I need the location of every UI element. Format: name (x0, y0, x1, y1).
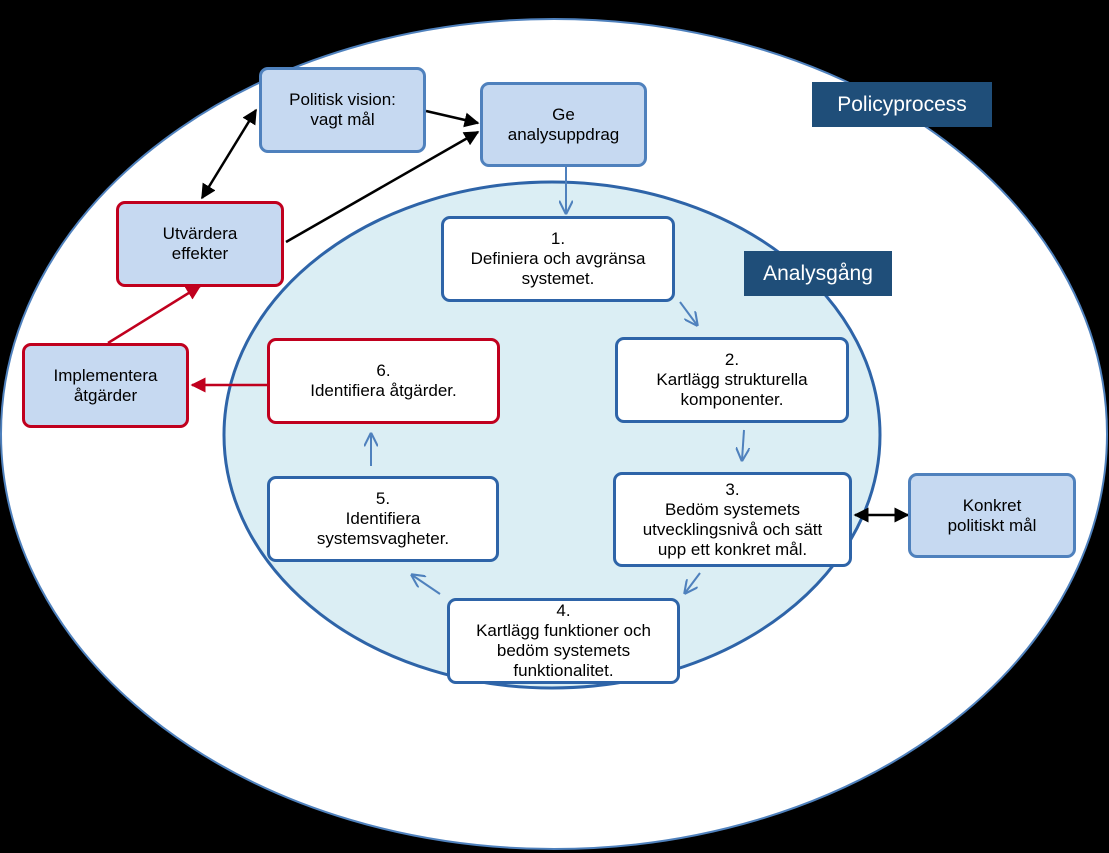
arrow-step2-step3 (742, 429, 744, 460)
arrow-utvardera-vision (200, 108, 258, 200)
arrow-step3-step4 (685, 572, 701, 593)
step-5-box[interactable]: 5. Identifiera systemsvagheter. (267, 476, 499, 562)
step-6-box[interactable]: 6. Identifiera åtgärder. (267, 338, 500, 424)
politisk-vision-box[interactable]: Politisk vision: vagt mål (259, 67, 426, 153)
arrow-utvardera-uppdrag (285, 130, 480, 244)
arrow-implementera-utvardera (107, 284, 202, 345)
arrow-step4-step5 (412, 575, 441, 595)
step-1-box[interactable]: 1. Definiera och avgränsa systemet. (441, 216, 675, 302)
konkret-politiskt-mal-box[interactable]: Konkret politiskt mål (908, 473, 1076, 558)
step-3-box[interactable]: 3. Bedöm systemets utvecklingsnivå och s… (613, 472, 852, 567)
arrow-vision-uppdrag (425, 109, 480, 128)
implementera-atgarder-box[interactable]: Implementera åtgärder (22, 343, 189, 428)
analysgang-label: Analysgång (744, 251, 892, 296)
step-2-box[interactable]: 2. Kartlägg strukturella komponenter. (615, 337, 849, 423)
ge-analysuppdrag-box[interactable]: Ge analysuppdrag (480, 82, 647, 167)
arrow-step1-step2 (679, 301, 697, 325)
utvardera-effekter-box[interactable]: Utvärdera effekter (116, 201, 284, 287)
policyprocess-label: Policyprocess (812, 82, 992, 127)
step-4-box[interactable]: 4. Kartlägg funktioner och bedöm systeme… (447, 598, 680, 684)
